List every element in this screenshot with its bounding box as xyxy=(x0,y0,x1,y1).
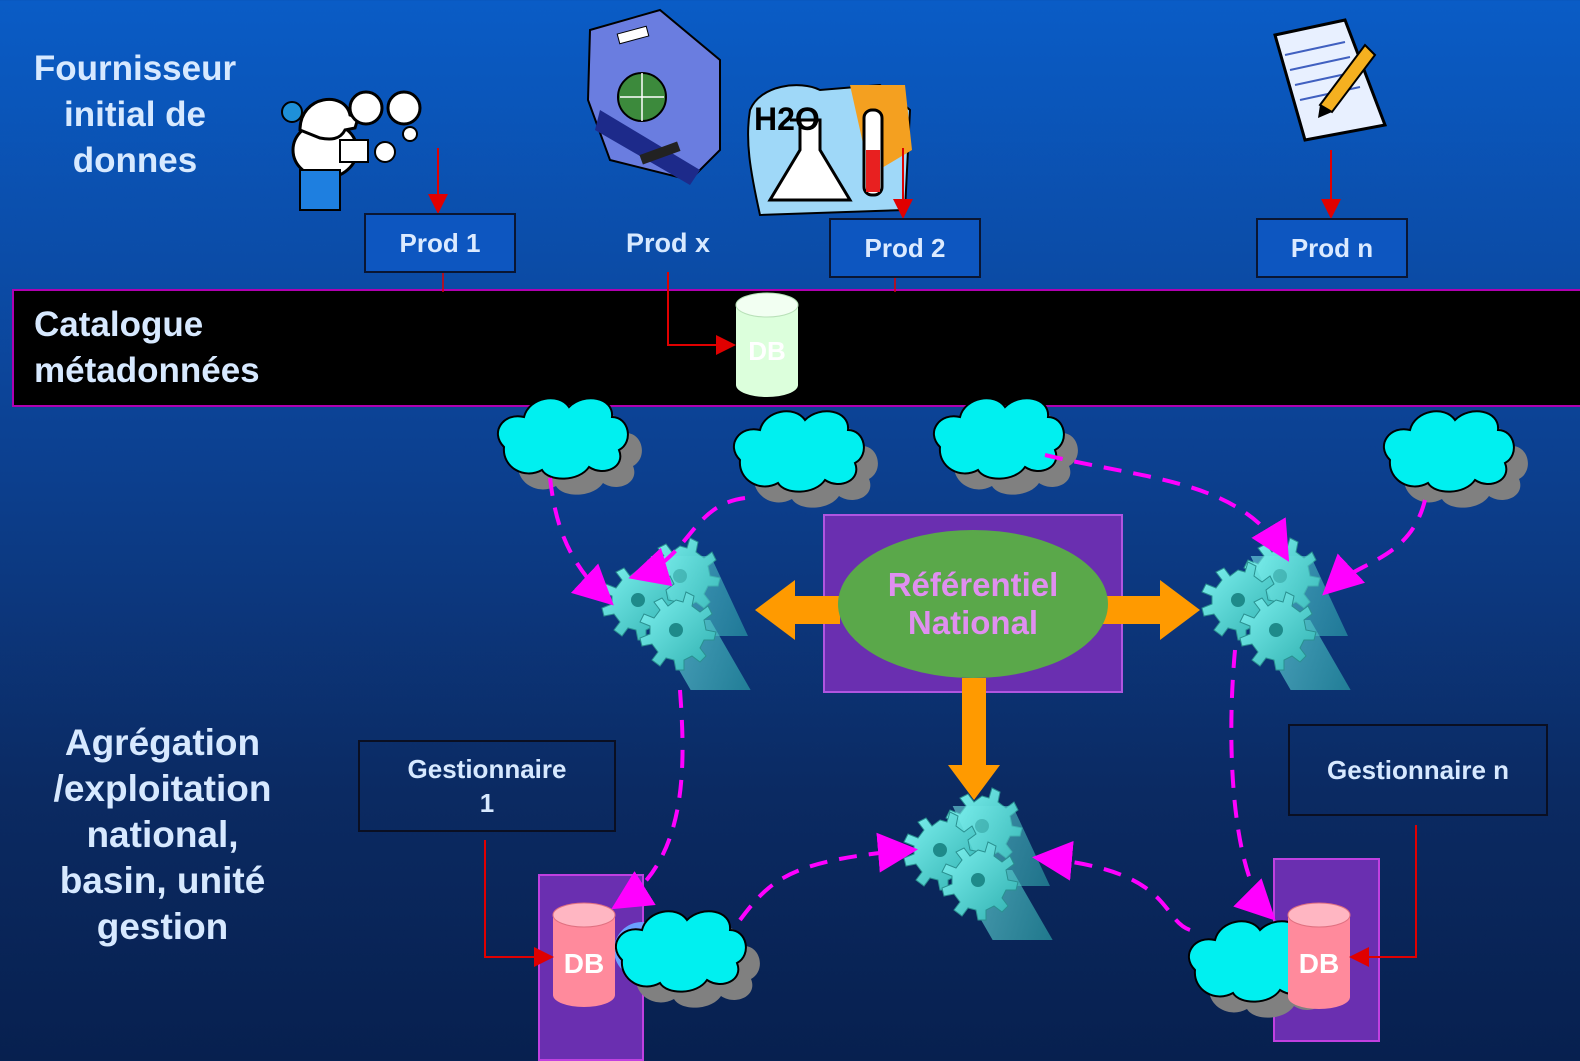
gestionnaire-n-box: Gestionnaire n xyxy=(1288,724,1548,816)
observer-clipart-icon xyxy=(281,90,422,211)
arrow-prodx-to-db xyxy=(667,272,736,355)
satellite-globe-clipart-icon xyxy=(586,8,721,185)
gear-cluster-left-icon xyxy=(602,538,751,690)
prod-x-label: Prod x xyxy=(625,228,711,258)
prod-2-box: Prod 2 xyxy=(829,218,981,278)
dashed-cloud2-to-gears xyxy=(628,496,746,587)
referentiel-national-ellipse: Référentiel National xyxy=(838,530,1108,678)
cloud-1 xyxy=(496,397,643,496)
catalogue-db-label: DB xyxy=(748,336,786,366)
db1-label: DB xyxy=(563,948,605,979)
dashed-gears-to-dbn xyxy=(1229,649,1276,921)
lab-h2o-text: H2O xyxy=(754,101,820,137)
orange-arrow-left xyxy=(755,580,840,640)
dashed-cloudn-to-center xyxy=(1032,840,1191,932)
prod-n-box: Prod n xyxy=(1256,218,1408,278)
gear-cluster-right-icon xyxy=(1202,538,1351,690)
catalogue-label: Catalogue métadonnées xyxy=(34,305,260,390)
dashed-cloud-to-center xyxy=(738,832,918,922)
dashed-cloud1-to-gears xyxy=(548,477,614,606)
orange-arrow-right xyxy=(1102,580,1200,640)
dashed-cloud3-to-gears xyxy=(1044,453,1290,562)
dashed-cloud4-to-gears xyxy=(1322,499,1427,596)
arrow-gestn-to-db xyxy=(1349,825,1417,967)
referentiel-label: Référentiel National xyxy=(887,566,1059,641)
cloud-2 xyxy=(732,410,879,509)
dbn-label: DB xyxy=(1298,948,1340,979)
cloud-4 xyxy=(1382,410,1529,509)
agregation-label: Agrégation /exploitation national, basin… xyxy=(53,722,272,947)
cloud-3 xyxy=(932,397,1079,496)
db-gestionnaire-1 xyxy=(552,902,616,1007)
db-gestionnaire-n xyxy=(1287,902,1351,1009)
gestionnaire-1-label: Gestionnaire 1 xyxy=(407,754,567,818)
fournisseur-label: Fournisseur initial de donnes xyxy=(33,49,237,180)
cloud-gest1 xyxy=(614,910,761,1009)
orange-arrow-down xyxy=(948,678,1000,800)
gestionnaire-n-label: Gestionnaire n xyxy=(1326,755,1510,785)
lab-h2o-clipart-icon: H2O xyxy=(747,83,912,217)
gear-cluster-bottom-icon xyxy=(904,788,1053,940)
gestionnaire-1-box: Gestionnaire 1 xyxy=(358,740,616,832)
dashed-gears-to-db1 xyxy=(611,689,685,910)
prod-1-box: Prod 1 xyxy=(364,213,516,273)
arrow-gest1-to-db xyxy=(484,840,554,967)
catalogue-db-cylinder xyxy=(735,292,799,397)
notepad-pencil-clipart-icon xyxy=(1273,18,1388,142)
